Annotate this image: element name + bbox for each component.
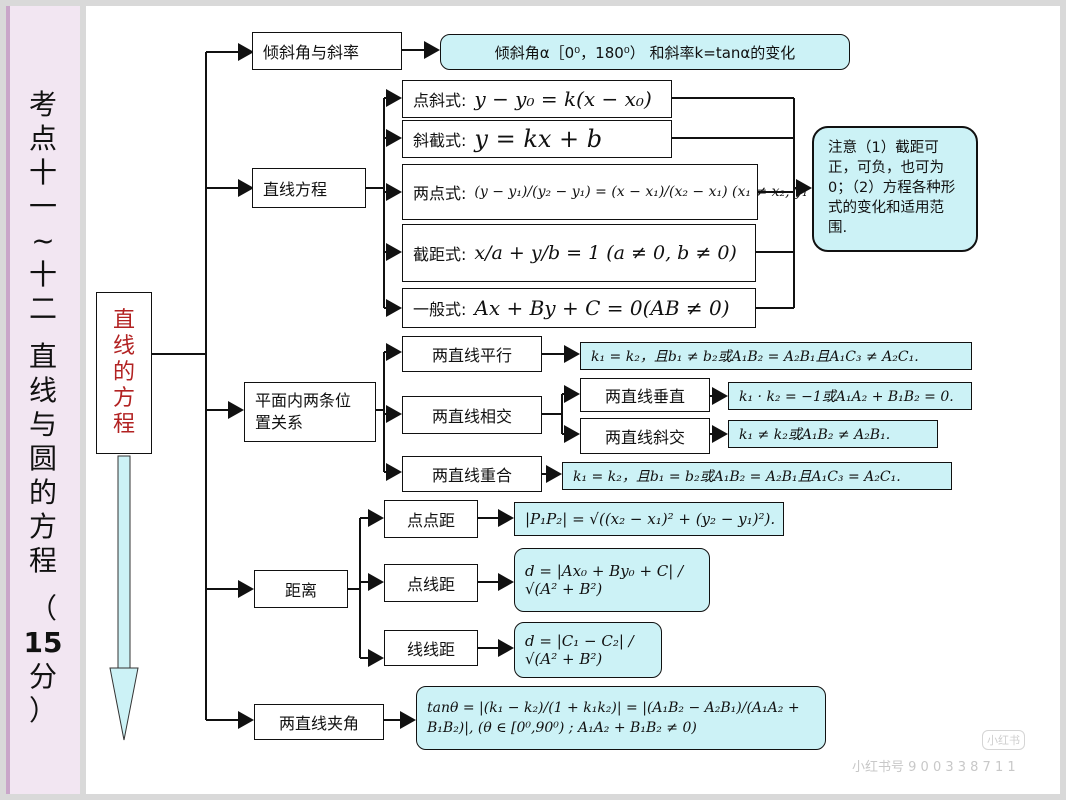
point-line-formula: d = |Ax₀ + By₀ + C| / √(A² + B²) [514,548,710,612]
two-point-formula: (y − y₁)/(y₂ − y₁) = (x − x₁)/(x₂ − x₁) … [474,184,848,200]
main-topic-char: 线 [112,334,135,359]
title-char: 的 [28,476,57,509]
parallel-node: 两直线平行 [402,336,542,372]
title-char: 15 [23,626,63,659]
coincide-node: 两直线重合 [402,456,542,492]
intercept-label: 截距式: [413,245,467,264]
title-char: 直 [28,340,57,373]
point-slope-box: 点斜式: y − y₀ = k(x − x₀) [402,80,672,118]
main-topic-char: 方 [112,386,135,411]
general-formula: Ax + By + C = 0(AB ≠ 0) [474,296,730,320]
main-topic-box: 直线的方程 [96,292,152,454]
title-char: ） [28,694,57,727]
point-point-formula: |P₁P₂| = √((x₂ − x₁)² + (y₂ − y₁)²). [514,502,784,536]
perpendicular-condition: k₁ · k₂ = −1或A₁A₂ + B₁B₂ = 0. [728,382,972,410]
line-line-formula: d = |C₁ − C₂| / √(A² + B²) [514,622,662,678]
title-char: 程 [28,544,57,577]
main-topic-char: 直 [112,308,135,333]
line-equation-node: 直线方程 [252,168,366,208]
main-topic-char: 程 [112,412,135,437]
note-box: 注意（1）截距可正，可负，也可为0；（2）方程各种形式的变化和适用范围. [812,126,978,252]
coincide-condition: k₁ = k₂，且b₁ = b₂或A₁B₂ = A₂B₁且A₁C₃ = A₂C₁… [562,462,952,490]
main-topic-char: 的 [112,360,135,385]
title-char: 分 [28,660,57,693]
title-char: 考 [28,88,57,121]
slope-intercept-formula: y = kx + b [474,125,603,153]
title-char: 点 [28,122,57,155]
title-band [6,6,80,794]
intercept-box: 截距式: x/a + y/b = 1 (a ≠ 0, b ≠ 0) [402,224,756,282]
line-line-node: 线线距 [384,630,478,666]
title-char: 一 [28,190,57,223]
general-box: 一般式: Ax + By + C = 0(AB ≠ 0) [402,288,756,328]
two-point-box: 两点式: (y − y₁)/(y₂ − y₁) = (x − x₁)/(x₂ −… [402,164,847,220]
watermark: 小红书号 9 0 0 3 3 8 7 1 1 [852,760,1016,775]
slope-intercept-label: 斜截式: [413,131,467,150]
two-point-label: 两点式: [413,184,467,203]
point-slope-formula: y − y₀ = k(x − x₀) [474,87,652,111]
title-char: 十 [28,156,57,189]
title-char: ~ [31,224,55,257]
title-char: （ [28,592,57,625]
slope-intercept-box: 斜截式: y = kx + b [402,120,672,158]
distance-node: 距离 [254,570,348,608]
point-point-node: 点点距 [384,500,478,538]
watermark-badge: 小红书 [982,730,1025,750]
title-char: 线 [28,374,57,407]
oblique-node: 两直线斜交 [580,418,710,454]
angle-formula: tanθ = |(k₁ − k₂)/(1 + k₁k₂)| = |(A₁B₂ −… [416,686,826,750]
parallel-condition: k₁ = k₂，且b₁ ≠ b₂或A₁B₂ = A₂B₁且A₁C₃ ≠ A₂C₁… [580,342,972,370]
title-char: 二 [28,292,57,325]
title-char: 十 [28,258,57,291]
title-char: 方 [28,510,57,543]
title-char: 与 [28,408,57,441]
title-char: 圆 [28,442,57,475]
angle-node: 两直线夹角 [254,704,384,740]
oblique-condition: k₁ ≠ k₂或A₁B₂ ≠ A₂B₁. [728,420,938,448]
slope-note-box: 倾斜角α［0⁰，180⁰） 和斜率k=tanα的变化 [440,34,850,70]
general-label: 一般式: [413,300,467,319]
slope-node: 倾斜角与斜率 [252,32,402,70]
intercept-formula: x/a + y/b = 1 (a ≠ 0, b ≠ 0) [474,242,737,264]
point-line-node: 点线距 [384,564,478,602]
perpendicular-node: 两直线垂直 [580,378,710,412]
point-slope-label: 点斜式: [413,91,467,110]
intersect-node: 两直线相交 [402,396,542,434]
position-node: 平面内两条位置关系 [244,382,376,442]
